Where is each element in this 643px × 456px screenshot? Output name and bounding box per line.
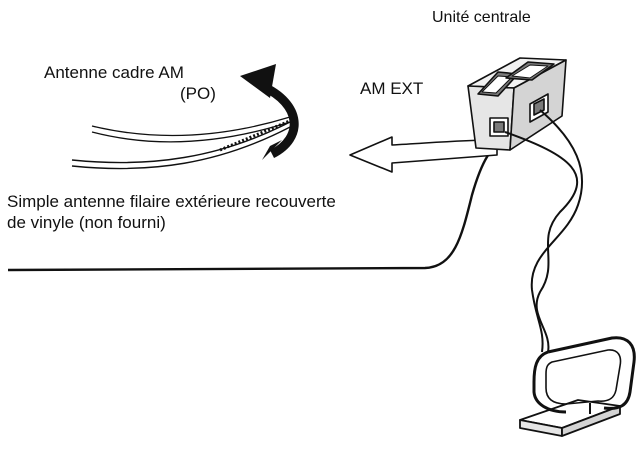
- central-unit-label: Unité centrale: [432, 9, 531, 26]
- am-loop-antenna: [519, 336, 636, 437]
- wire-antenna-label: Simple antenne filaire extérieure recouv…: [7, 192, 336, 211]
- central-unit-terminal: [467, 57, 567, 151]
- wire-antenna-label-line2: de vinyle (non fourni): [7, 213, 166, 232]
- rotation-arrow-icon: [240, 64, 299, 160]
- loop-antenna-cable: [504, 109, 583, 353]
- loop-antenna-sublabel: (PO): [180, 84, 216, 103]
- loop-antenna-label: Antenne cadre AM: [44, 63, 184, 82]
- am-ext-label: AM EXT: [360, 79, 424, 98]
- loop-antenna-leads: [71, 116, 293, 170]
- direction-arrow-icon: [349, 136, 498, 173]
